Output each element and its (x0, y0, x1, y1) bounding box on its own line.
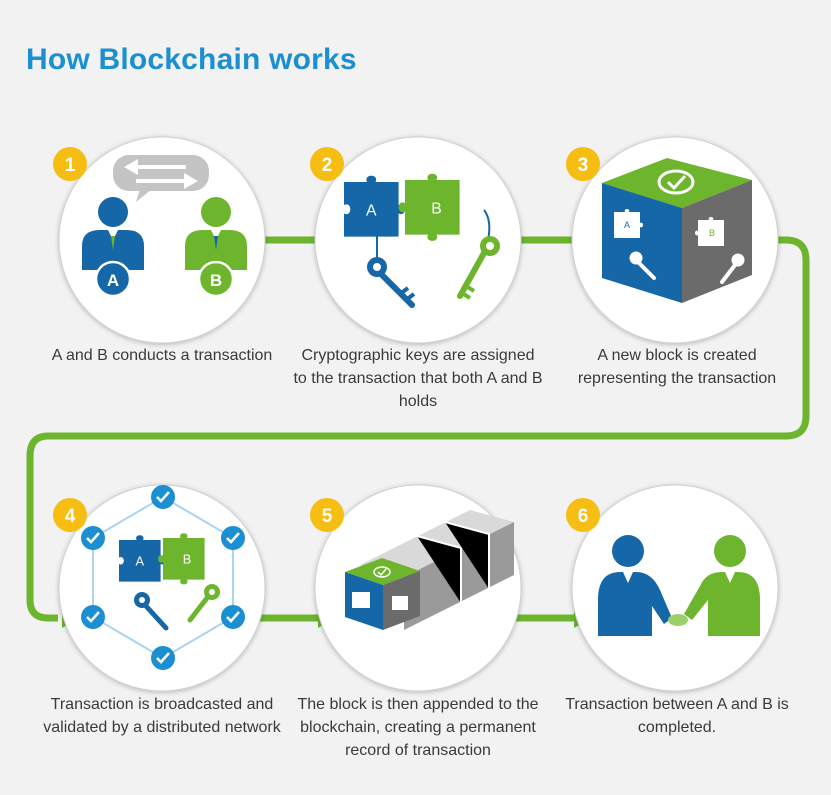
page-title: How Blockchain works (26, 43, 357, 76)
svg-text:A: A (136, 554, 145, 569)
step-1-illustration: A B (82, 155, 247, 298)
exchange-bubble-icon (113, 155, 209, 202)
check-node-icon (221, 526, 245, 550)
puzzle-a-label: A (366, 203, 377, 220)
step-6-badge: 6 (566, 498, 600, 532)
svg-text:6: 6 (578, 506, 589, 527)
puzzle-piece-b-icon: B (398, 173, 460, 241)
validation-checks (81, 485, 245, 670)
flow-connectors (26, 236, 810, 622)
step-2-caption: Cryptographic keys are assigned to the t… (293, 347, 543, 410)
step-5-illustration (345, 510, 514, 630)
person-green-handshake-icon (684, 535, 760, 636)
svg-text:B: B (709, 228, 715, 238)
step-3-badge: 3 (566, 147, 600, 181)
step-5-badge: 5 (310, 498, 344, 532)
step-4-badge: 4 (53, 498, 87, 532)
person-blue-handshake-icon (598, 535, 672, 636)
step-4-caption: Transaction is broadcasted and validated… (43, 696, 281, 736)
cube-puzzle-b-icon: B (695, 217, 724, 246)
svg-text:1: 1 (65, 155, 76, 176)
block-check-icon (373, 566, 391, 578)
step-badges: 1 2 3 4 5 6 (53, 147, 600, 532)
step-3-illustration: A B (602, 158, 752, 303)
blue-key-icon (367, 236, 416, 308)
check-node-icon (81, 605, 105, 629)
svg-text:2: 2 (322, 155, 333, 176)
step-6-illustration (598, 535, 760, 636)
person-b-label: B (210, 271, 222, 290)
handshake-icon (668, 614, 688, 626)
svg-text:5: 5 (322, 506, 333, 527)
puzzle-b-label: B (431, 201, 442, 218)
step-5-caption: The block is then appended to the blockc… (297, 696, 539, 759)
cube-key-a-icon (629, 251, 656, 280)
network-blue-key-icon (134, 592, 169, 631)
svg-text:A: A (624, 220, 630, 230)
person-b-icon: B (185, 197, 247, 298)
new-block-top (345, 558, 420, 585)
step-1-caption: A and B conducts a transaction (51, 347, 273, 364)
green-key-icon (457, 209, 500, 300)
step-1-badge: 1 (53, 147, 87, 181)
person-a-icon: A (82, 197, 144, 298)
puzzle-piece-a-icon: A (344, 175, 405, 237)
step-4-circle (58, 484, 266, 692)
svg-text:3: 3 (578, 155, 589, 176)
svg-text:4: 4 (65, 506, 76, 527)
network-puzzle-b-icon: B (158, 533, 205, 585)
check-node-icon (221, 605, 245, 629)
step-4-illustration: A B (81, 485, 245, 670)
check-node-icon (151, 646, 175, 670)
network-green-key-icon (187, 584, 220, 623)
cube-key-b-icon (720, 253, 745, 284)
person-a-label: A (107, 271, 119, 290)
step-3-caption: A new block is created representing the … (577, 347, 777, 387)
network-puzzle-a-icon: A (119, 535, 166, 582)
step-6-caption: Transaction between A and B is completed… (565, 696, 789, 736)
connector-3-4 (26, 236, 810, 622)
check-node-icon (151, 485, 175, 509)
check-circle-icon (657, 169, 695, 195)
cube-puzzle-a-icon: A (614, 209, 643, 238)
svg-text:B: B (183, 552, 192, 567)
check-node-icon (81, 526, 105, 550)
step-2-badge: 2 (310, 147, 344, 181)
step-2-illustration: A B (344, 173, 500, 308)
